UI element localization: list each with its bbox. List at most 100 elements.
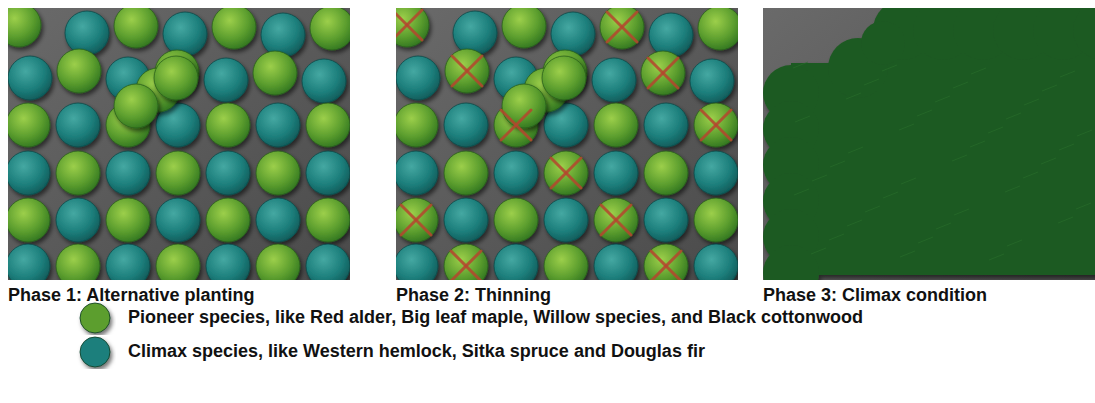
climax-tree: [256, 198, 300, 242]
thinning-cross: [452, 56, 482, 86]
phase-panel: Phase 3: Climax condition: [763, 8, 1095, 308]
legend-swatch: [80, 303, 110, 333]
climax-tree: [106, 244, 150, 280]
climax-tree: [494, 151, 538, 195]
legend-swatch-holder: [76, 301, 116, 335]
climax-tree: [444, 198, 488, 242]
pioneer-tree: [694, 198, 738, 242]
pioneer-tree: [502, 84, 546, 128]
climax-tree: [206, 244, 250, 280]
climax-tree: [163, 12, 207, 56]
pioneer-tree: [206, 198, 250, 242]
pioneer-tree: [698, 8, 738, 50]
thinning-cross: [648, 58, 678, 88]
climax-tree: [551, 12, 595, 56]
pioneer-tree: [256, 151, 300, 195]
pioneer-tree: [8, 8, 41, 47]
climax-tree: [592, 58, 636, 102]
pioneer-tree: [253, 51, 297, 95]
panel-illustration: [763, 8, 1095, 280]
pioneer-tree: [212, 8, 256, 49]
legend-swatch: [80, 337, 110, 367]
pioneer-tree: [8, 103, 50, 147]
pioneer-tree: [306, 103, 350, 147]
pioneer-tree: [542, 56, 586, 100]
phase-caption: Phase 1: Alternative planting: [8, 285, 254, 306]
legend-text: Pioneer species, like Red alder, Big lea…: [128, 307, 863, 328]
climax-tree: [261, 13, 305, 57]
pioneer-tree: [306, 198, 350, 242]
climax-tree: [106, 151, 150, 195]
climax-tree: [694, 151, 738, 195]
climax-tree: [649, 13, 693, 57]
pioneer-tree: [444, 151, 488, 195]
pioneer-tree: [445, 49, 489, 93]
pioneer-tree: [156, 151, 200, 195]
climax-tree: [396, 151, 438, 195]
climax-tree: [156, 198, 200, 242]
pioneer-tree: [154, 56, 198, 100]
pioneer-tree: [594, 103, 638, 147]
pioneer-tree: [56, 244, 100, 280]
pioneer-tree: [156, 244, 200, 280]
climax-canopy: [763, 8, 1095, 280]
pioneer-tree: [396, 198, 438, 242]
thinning-cross: [396, 10, 422, 40]
pioneer-tree: [594, 198, 638, 242]
panel-illustration: [8, 8, 350, 280]
climax-tree: [694, 244, 738, 280]
climax-tree: [594, 151, 638, 195]
climax-tree: [8, 56, 52, 100]
pioneer-tree: [644, 244, 688, 280]
thinning-cross: [701, 110, 731, 140]
climax-tree: [494, 244, 538, 280]
climax-tree: [690, 59, 734, 103]
pioneer-tree: [641, 51, 685, 95]
climax-tree: [56, 103, 100, 147]
climax-tree: [206, 151, 250, 195]
pioneer-tree: [644, 151, 688, 195]
phase-caption: Phase 3: Climax condition: [763, 285, 987, 306]
climax-tree: [544, 198, 588, 242]
pioneer-tree: [502, 8, 546, 48]
climax-tree: [444, 103, 488, 147]
legend-text: Climax species, like Western hemlock, Si…: [128, 341, 705, 362]
pioneer-tree: [114, 84, 158, 128]
panel-illustration: [396, 8, 738, 280]
pioneer-tree: [396, 8, 429, 47]
pioneer-tree: [57, 49, 101, 93]
thinning-cross: [651, 251, 681, 280]
legend-entry: Pioneer species, like Red alder, Big lea…: [76, 301, 1076, 335]
pioneer-tree: [544, 151, 588, 195]
climax-tree: [8, 244, 50, 280]
pioneer-tree: [310, 8, 350, 50]
legend-swatch-holder: [76, 335, 116, 369]
thinning-cross: [451, 251, 481, 280]
pioneer-tree: [444, 244, 488, 280]
climax-tree: [396, 56, 440, 100]
climax-tree: [644, 198, 688, 242]
pioneer-tree: [106, 198, 150, 242]
pioneer-tree: [56, 151, 100, 195]
ground: [8, 8, 350, 280]
climax-tree: [396, 244, 438, 280]
pioneer-tree: [544, 244, 588, 280]
legend-entry: Climax species, like Western hemlock, Si…: [76, 335, 1076, 369]
climax-tree: [56, 198, 100, 242]
climax-tree: [644, 103, 688, 147]
thinning-cross: [551, 158, 581, 188]
climax-tree: [306, 244, 350, 280]
pioneer-tree: [600, 8, 644, 49]
climax-tree: [65, 11, 109, 55]
phase-panel: Phase 2: Thinning: [396, 8, 738, 308]
climax-tree: [204, 58, 248, 102]
pioneer-tree: [256, 244, 300, 280]
phase-panel: Phase 1: Alternative planting: [8, 8, 350, 308]
pioneer-tree: [206, 103, 250, 147]
climax-tree: [302, 59, 346, 103]
thinning-cross: [401, 205, 431, 235]
pioneer-tree: [8, 198, 50, 242]
climax-tree: [256, 103, 300, 147]
pioneer-tree: [114, 8, 158, 48]
